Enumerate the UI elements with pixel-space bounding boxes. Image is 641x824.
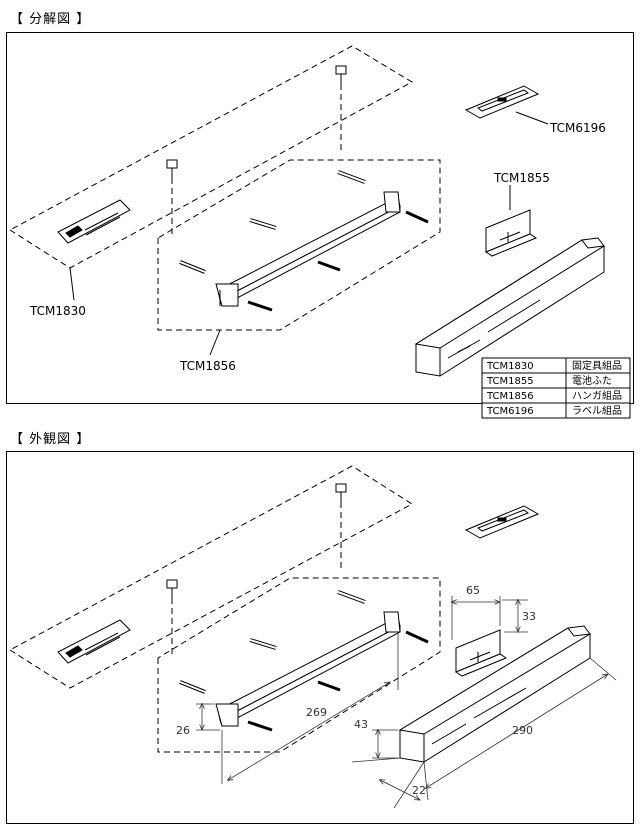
plate-pin-right-2 xyxy=(335,483,347,502)
fixing-plate-outline xyxy=(9,45,414,269)
screw-9 xyxy=(337,590,366,604)
leader-tcm1830 xyxy=(69,267,75,301)
screw-11 xyxy=(317,680,341,692)
table-row-2-name: 電池ふた xyxy=(572,374,612,387)
hanger-outline xyxy=(157,159,441,331)
screw-7 xyxy=(179,680,206,694)
table-row-2-code: TCM1855 xyxy=(486,376,534,387)
screw-6 xyxy=(405,210,429,224)
screw-3 xyxy=(337,170,366,184)
flush-label-sticker-2 xyxy=(57,619,131,664)
battery-cover-2 xyxy=(454,629,508,677)
callout-tcm1830: TCM1830 xyxy=(29,304,86,318)
plate-pin-right xyxy=(335,65,347,84)
exploded-view-title: 【 分解図 】 xyxy=(10,12,91,27)
exterior-drawing xyxy=(9,465,592,763)
hanger-bar xyxy=(215,191,401,307)
plate-pin-left xyxy=(166,159,178,178)
table-row-3-code: TCM1856 xyxy=(486,391,534,402)
screw-12 xyxy=(405,630,429,644)
leader-tcm1856 xyxy=(209,329,221,356)
dim-line-290 xyxy=(426,674,608,788)
hanger-outline-2 xyxy=(157,577,441,753)
callout-tcm1855: TCM1855 xyxy=(493,171,550,185)
exploded-drawing xyxy=(9,45,606,377)
main-unit xyxy=(414,237,606,377)
exterior-view-title: 【 外観図 】 xyxy=(10,432,91,447)
dim-line-22 xyxy=(380,780,420,800)
plate-pin-left-2 xyxy=(166,579,178,598)
battery-cover xyxy=(484,209,538,257)
dim-65: 65 xyxy=(466,584,480,597)
flush-label-sticker xyxy=(57,199,131,244)
dimension-lines xyxy=(196,596,617,809)
table-row-1-code: TCM1830 xyxy=(486,361,534,372)
screw-10 xyxy=(247,720,273,732)
table-row-3-name: ハンガ組品 xyxy=(572,389,622,402)
dim-290: 290 xyxy=(512,724,533,737)
dim-43: 43 xyxy=(354,718,368,731)
dim-22: 22 xyxy=(412,784,426,797)
dim-26: 26 xyxy=(176,724,190,737)
screw-8 xyxy=(249,638,277,650)
screw-4 xyxy=(247,300,273,312)
callout-tcm6196: TCM6196 xyxy=(549,121,606,135)
table-row-4-code: TCM6196 xyxy=(486,406,534,417)
parts-table: TCM1830 固定具組品 TCM1855 電池ふた TCM1856 ハンガ組品… xyxy=(481,357,631,419)
screw-2 xyxy=(249,218,277,230)
dim-33: 33 xyxy=(522,610,536,623)
leader-tcm6196 xyxy=(515,111,549,125)
dim-line-269 xyxy=(228,682,390,780)
label-tray-2 xyxy=(464,505,540,539)
screw-5 xyxy=(317,260,341,272)
screw-1 xyxy=(179,260,206,274)
label-tray xyxy=(464,85,540,119)
table-row-1-name: 固定具組品 xyxy=(572,359,622,372)
exploded-view-frame xyxy=(6,32,634,404)
callout-tcm1856: TCM1856 xyxy=(179,359,236,373)
dim-269: 269 xyxy=(306,706,327,719)
table-row-4-name: ラベル組品 xyxy=(572,404,622,417)
